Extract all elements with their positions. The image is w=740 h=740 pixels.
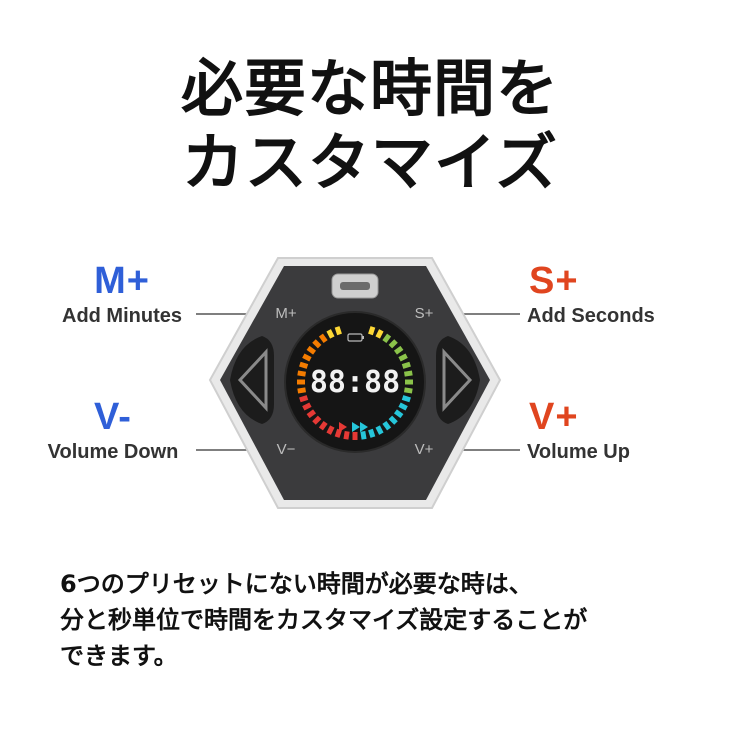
callout-m-plus-label: M+ <box>94 260 150 302</box>
callout-s-plus-desc: Add Seconds <box>527 305 655 327</box>
ring-segment <box>306 409 317 419</box>
ring-segment <box>375 425 384 435</box>
ring-segment <box>388 339 398 349</box>
ring-segment <box>393 345 404 355</box>
right-arrow-icon <box>442 348 473 412</box>
callout-v-plus-desc: Volume Up <box>527 441 630 463</box>
display-time: 88:88 <box>310 365 400 400</box>
callout-v-minus-label: V- <box>94 396 132 438</box>
left-button <box>230 336 274 424</box>
callout-v-plus-label: V+ <box>529 396 579 438</box>
ring-segment <box>403 387 413 394</box>
right-button <box>436 336 480 424</box>
body-text-line-2: 分と秒単位で時間をカスタマイズ設定することが <box>60 606 588 634</box>
ring-segment <box>368 428 376 438</box>
headline-line-1: 必要な時間を <box>180 52 559 125</box>
device-label-v-minus: V− <box>277 441 296 458</box>
fast-forward-icon <box>352 422 360 432</box>
device-label-s-plus: S+ <box>415 305 434 322</box>
ring-segment <box>403 370 413 377</box>
ring-segment <box>318 420 328 431</box>
ring-segment <box>326 425 335 435</box>
ring-segment <box>334 326 342 336</box>
ring-segment <box>375 329 384 339</box>
ring-segment <box>299 361 309 369</box>
ring-segment <box>382 333 392 344</box>
ring-segment <box>312 415 322 425</box>
display-color-ring <box>297 326 413 440</box>
callout-v-minus: V- Volume Down <box>38 398 188 462</box>
ring-segment <box>302 402 312 411</box>
ring-segment <box>297 370 307 377</box>
play-icon <box>339 422 347 432</box>
left-arrow-icon <box>237 348 268 412</box>
ring-segment <box>306 345 317 355</box>
callout-s-plus: S+ Add Seconds <box>527 262 655 326</box>
ring-segment <box>297 387 307 394</box>
ring-segment <box>343 430 350 440</box>
ring-segment <box>302 353 312 362</box>
ring-segment <box>401 361 411 369</box>
display-bezel <box>284 311 426 453</box>
ring-segment <box>393 409 404 419</box>
ring-segment <box>382 420 392 431</box>
ring-segment <box>398 353 408 362</box>
callout-v-plus: V+ Volume Up <box>527 398 630 462</box>
ring-segment <box>326 329 335 339</box>
body-text-line-3: できます。 <box>60 642 178 670</box>
ring-segment <box>318 333 328 344</box>
callout-v-minus-desc: Volume Down <box>47 441 179 463</box>
ring-segment <box>388 415 398 425</box>
body-text-line-1: 6つのプリセットにない時間が必要な時は、 <box>60 570 533 598</box>
callout-m-plus: M+ Add Minutes <box>52 262 192 326</box>
ring-segment <box>360 430 367 440</box>
callout-m-plus-desc: Add Minutes <box>62 305 182 327</box>
headline-line-2: カスタマイズ <box>181 126 559 199</box>
callout-s-plus-label: S+ <box>529 260 579 302</box>
ring-segment <box>401 395 411 403</box>
device-label-v-plus: V+ <box>415 441 434 458</box>
usb-port-slot <box>340 282 370 290</box>
ring-segment <box>368 326 376 336</box>
device-label-m-plus: M+ <box>275 305 296 322</box>
ring-segment <box>398 402 408 411</box>
ring-segment <box>299 395 309 403</box>
ring-segment <box>312 339 322 349</box>
